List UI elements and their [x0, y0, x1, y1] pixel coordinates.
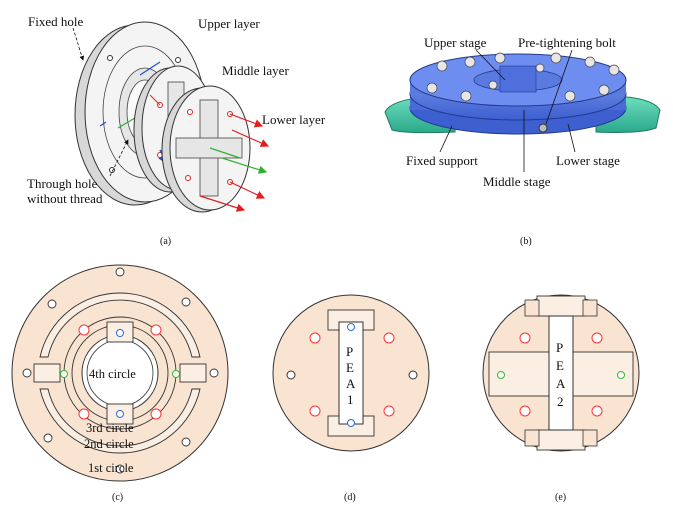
pea1-letter-1: P	[346, 344, 353, 359]
caption-a: (a)	[160, 236, 171, 247]
pea2-letter-2: E	[556, 358, 564, 373]
upper-stage-leader	[475, 49, 506, 81]
lower-layer-plate	[161, 85, 270, 213]
panel-d-middle-layer-plan: P E A 1 (d)	[272, 294, 430, 503]
through-hole-leader	[109, 139, 129, 177]
fixed-hole-leader	[72, 27, 85, 61]
pea2-letter-1: P	[556, 340, 563, 355]
label-middle-layer: Middle layer	[222, 63, 289, 78]
label-pretightening-bolt: Pre-tightening bolt	[518, 35, 616, 50]
label-middle-stage: Middle stage	[483, 174, 551, 189]
caption-e: (e)	[555, 492, 566, 503]
caption-b: (b)	[520, 236, 532, 247]
label-3rd-circle: 3rd circle	[86, 421, 134, 435]
label-upper-stage: Upper stage	[424, 35, 487, 50]
fixed-support-leader	[439, 125, 453, 153]
bolts	[426, 52, 620, 102]
bolt-leader	[545, 49, 573, 125]
panel-b-assembly: Upper stage Pre-tightening bolt Fixed su…	[384, 35, 661, 247]
label-fixed-hole: Fixed hole	[28, 14, 83, 29]
pea1-letter-4: 1	[347, 392, 354, 407]
fixed-holes	[22, 267, 219, 474]
label-through-hole-line2: without thread	[27, 191, 103, 206]
panel-a-exploded-view: Fixed hole Upper layer Middle layer Lowe…	[27, 14, 326, 247]
label-lower-stage: Lower stage	[556, 153, 620, 168]
label-through-hole-line1: Through hole	[27, 176, 98, 191]
label-1st-circle: 1st circle	[88, 461, 134, 475]
pea1-letter-3: A	[346, 376, 356, 391]
pea2-letter-4: 2	[557, 394, 564, 409]
panel-e-lower-layer-plan: P E A 2 (e)	[482, 294, 640, 503]
pea1-letter-2: E	[346, 360, 354, 375]
pea2-letter-3: A	[556, 376, 566, 391]
caption-d: (d)	[344, 492, 356, 503]
label-fixed-support: Fixed support	[406, 153, 478, 168]
label-2nd-circle: 2nd circle	[84, 437, 134, 451]
pea1-slot	[338, 321, 364, 425]
lower-stage-leader	[567, 123, 576, 153]
pea2-slot	[548, 315, 574, 431]
label-lower-layer: Lower layer	[262, 112, 326, 127]
label-4th-circle: 4th circle	[89, 367, 136, 381]
pre-tightening-bolt	[538, 123, 548, 133]
caption-c: (c)	[112, 492, 123, 503]
label-upper-layer: Upper layer	[198, 16, 260, 31]
panel-c-upper-layer-plan: 4th circle 3rd circle 2nd circle 1st cir…	[11, 264, 229, 503]
